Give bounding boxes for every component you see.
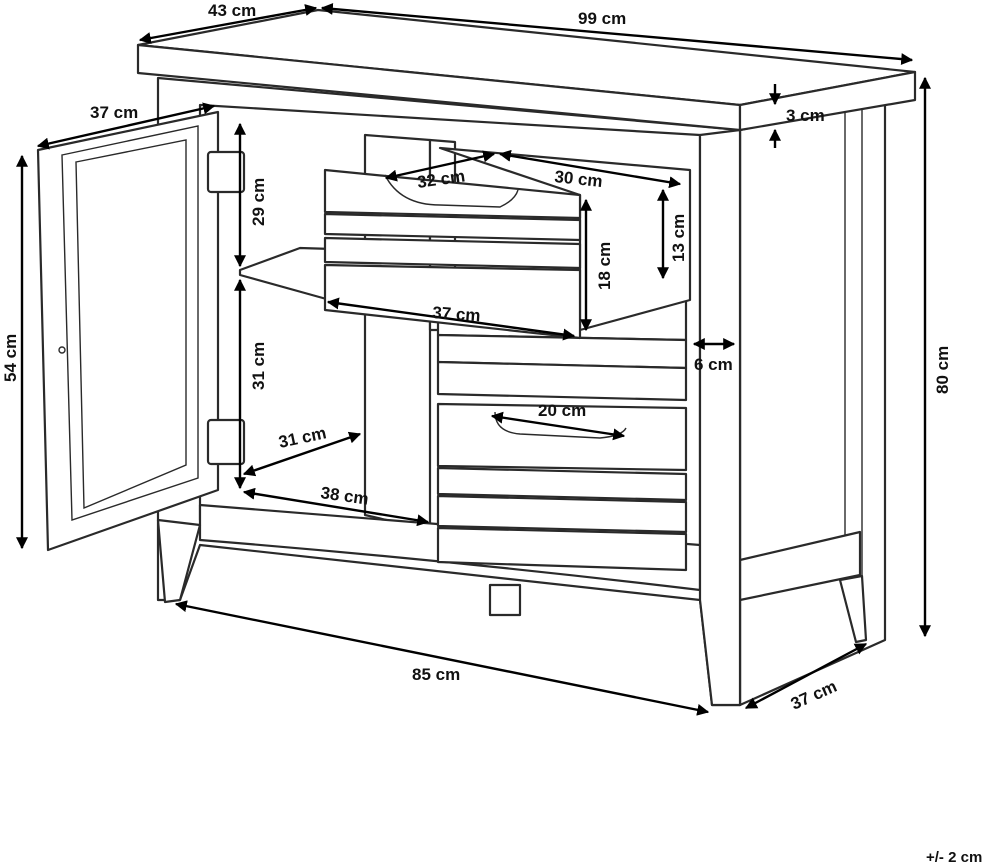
- label-top-thickness: 3 cm: [786, 106, 825, 125]
- bottom-hinge: [206, 418, 246, 466]
- label-total-height: 80 cm: [933, 346, 952, 394]
- tolerance-note: +/- 2 cm: [926, 849, 982, 866]
- top-hinge: [206, 150, 246, 194]
- label-side-gap: 6 cm: [694, 355, 733, 374]
- label-basket-inner-height: 13 cm: [669, 214, 688, 262]
- label-upper-height: 29 cm: [249, 178, 268, 226]
- label-top-width: 99 cm: [578, 9, 626, 28]
- label-base-width: 85 cm: [412, 665, 460, 684]
- label-door-width: 37 cm: [90, 103, 138, 122]
- label-handle-width: 20 cm: [538, 401, 586, 420]
- dimension-lines: [16, 2, 931, 716]
- back-right-leg: [838, 574, 868, 644]
- lower-baskets: [436, 298, 688, 572]
- label-basket-side: 30 cm: [554, 167, 604, 191]
- label-door-height: 54 cm: [1, 334, 20, 382]
- cabinet-drawing: [36, 8, 917, 707]
- label-top-depth: 43 cm: [208, 1, 256, 20]
- left-leg: [156, 518, 202, 604]
- tabletop-side: [738, 70, 917, 132]
- label-lower-height: 31 cm: [249, 342, 268, 390]
- middle-leg: [488, 583, 522, 617]
- door: [36, 110, 246, 552]
- label-basket-outer-height: 18 cm: [595, 242, 614, 290]
- label-basket-front: 37 cm: [432, 303, 481, 325]
- right-post: [698, 128, 742, 707]
- basket-top-handle: [384, 174, 519, 208]
